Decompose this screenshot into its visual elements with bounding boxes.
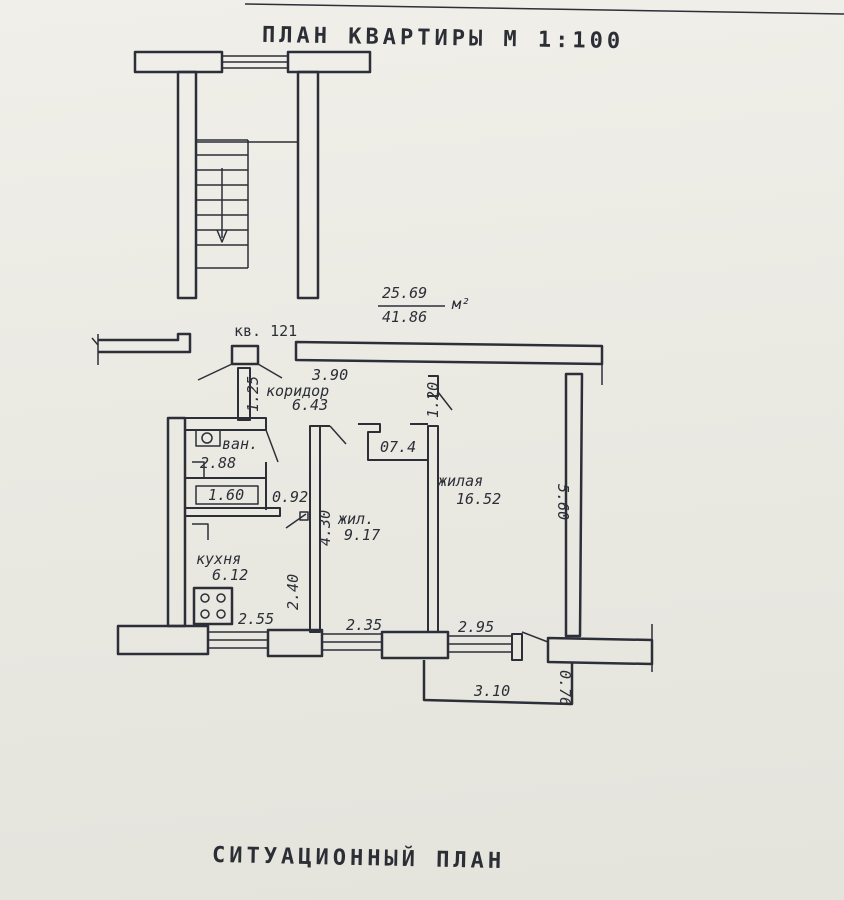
bathroom-name: ван. bbox=[222, 435, 259, 453]
corridor-area: 6.43 bbox=[292, 396, 329, 414]
small-room-name: жил. bbox=[338, 510, 375, 528]
large-room-name: жилая bbox=[438, 472, 484, 490]
corridor-name: коридор bbox=[266, 382, 330, 400]
balcony-length: 3.10 bbox=[474, 682, 511, 700]
closet-area: 07.4 bbox=[380, 438, 417, 456]
south-wall-3 bbox=[380, 630, 450, 660]
corridor-wall bbox=[237, 367, 251, 421]
area-unit: м² bbox=[452, 295, 471, 313]
stairwell-wall-west bbox=[176, 70, 198, 300]
stairwell-wall-east bbox=[296, 70, 320, 300]
sheet-border-line bbox=[244, 3, 844, 15]
stairwell-wall-right bbox=[286, 50, 372, 74]
stove bbox=[192, 586, 234, 626]
staircase bbox=[196, 139, 298, 269]
large-room-area: 16.52 bbox=[456, 490, 502, 508]
bathroom-width: 0.92 bbox=[272, 488, 309, 506]
south-wall-4 bbox=[546, 636, 654, 666]
kitchen-depth: 2.40 bbox=[284, 573, 302, 610]
closet-width: 1.20 bbox=[424, 381, 442, 418]
east-wall bbox=[564, 372, 584, 638]
bathroom-area: 2.88 bbox=[200, 454, 237, 472]
balcony-depth: 0.76 bbox=[556, 670, 574, 707]
north-wall-right bbox=[294, 340, 604, 366]
north-wall-left bbox=[98, 332, 192, 354]
corridor-length: 3.90 bbox=[312, 366, 349, 384]
large-room-width: 2.95 bbox=[458, 618, 495, 636]
kitchen-width: 2.55 bbox=[238, 610, 275, 628]
partition-rooms bbox=[427, 425, 439, 633]
bathtub bbox=[195, 485, 259, 505]
large-room-depth: 5.60 bbox=[554, 484, 572, 521]
west-wall bbox=[166, 416, 187, 628]
area-living-value: 25.69 bbox=[382, 284, 428, 302]
stairwell-wall-left bbox=[133, 50, 224, 74]
ventilation-shaft bbox=[230, 344, 260, 366]
small-room-area: 9.17 bbox=[344, 526, 381, 544]
balcony bbox=[422, 660, 574, 706]
south-wall-1 bbox=[116, 624, 210, 656]
small-room-width: 2.35 bbox=[346, 616, 383, 634]
corridor-width: 1.25 bbox=[244, 375, 262, 412]
washbasin bbox=[195, 429, 221, 447]
south-wall-2 bbox=[266, 628, 324, 658]
kitchen-name: кухня bbox=[196, 550, 242, 568]
bathtub-length: 1.60 bbox=[208, 486, 245, 504]
closet bbox=[358, 423, 428, 461]
apartment-number: кв. 121 bbox=[234, 322, 298, 340]
kitchen-area: 6.12 bbox=[212, 566, 249, 584]
small-room-depth: 4.30 bbox=[316, 509, 334, 546]
area-total-value: 41.86 bbox=[382, 308, 428, 326]
